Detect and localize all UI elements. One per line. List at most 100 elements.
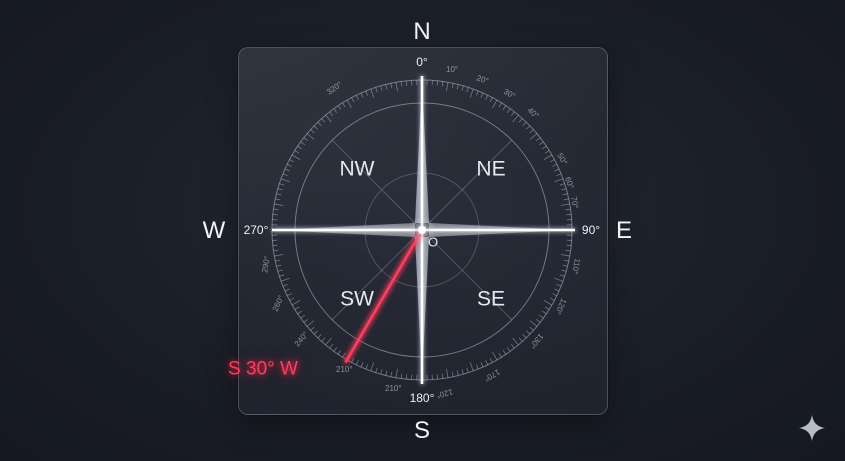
north-label: N — [413, 18, 431, 45]
dial-tick — [390, 371, 393, 377]
dial-tick — [492, 351, 498, 361]
dial-tick — [287, 293, 292, 297]
dial-tick — [400, 81, 403, 87]
dial-tick — [563, 259, 569, 262]
dial-tick — [559, 274, 565, 277]
dial-tick — [456, 84, 459, 90]
dial-tick — [321, 337, 326, 342]
dial-tick — [529, 129, 534, 134]
dial-tick — [329, 344, 334, 349]
dial-tick — [559, 183, 565, 186]
dial-tick — [365, 90, 369, 96]
dial-ticks — [272, 80, 572, 380]
dial-tick — [273, 208, 279, 211]
dial-tick — [446, 82, 449, 92]
dial-tick — [441, 373, 444, 379]
dial-tick — [489, 97, 493, 103]
dial-tick — [543, 300, 553, 306]
dial-tick — [560, 254, 570, 257]
dial-tick — [294, 306, 300, 310]
dial-tick — [390, 83, 393, 89]
dial-tick — [342, 102, 346, 108]
south-label: S — [413, 417, 431, 444]
dial-tick — [549, 297, 555, 301]
dial-tick — [526, 125, 531, 130]
dial-tick — [529, 326, 534, 331]
dial-tick — [303, 137, 308, 142]
dial-tick — [276, 264, 282, 267]
dial-tick — [451, 83, 454, 89]
center-dot — [418, 226, 426, 234]
dial-label: 110° — [570, 258, 582, 275]
dial-tick — [274, 203, 284, 206]
dial-tick — [480, 362, 484, 368]
origin-label: O — [427, 234, 439, 250]
dial-tick — [370, 88, 375, 98]
dial-tick — [562, 264, 568, 267]
dial-tick — [560, 203, 570, 206]
dial-tick — [282, 173, 288, 177]
dial-tick — [565, 208, 571, 211]
dial-tick — [380, 369, 383, 375]
dial-tick — [375, 367, 378, 373]
dial-tick — [554, 168, 560, 172]
dial-tick — [300, 141, 305, 146]
dial-tick — [310, 326, 315, 331]
dial-tick — [554, 277, 564, 282]
dial-tick — [289, 159, 295, 163]
dial-tick — [282, 283, 288, 287]
dial-tick — [325, 337, 332, 346]
dial-tick — [489, 357, 493, 363]
dial-tick — [355, 360, 359, 365]
dial-tick — [541, 310, 547, 315]
dial-tick — [552, 293, 557, 297]
dial-tick — [529, 320, 538, 327]
dial-tick — [385, 370, 388, 376]
dial-tick — [284, 168, 290, 172]
dial-tick — [554, 288, 560, 292]
dial-tick — [360, 362, 364, 368]
dial-tick — [313, 330, 318, 335]
dial-label: 320° — [325, 80, 344, 97]
dial-tick — [461, 85, 464, 91]
dial-tick — [279, 274, 285, 277]
dial-tick — [284, 288, 290, 292]
dial-tick — [522, 121, 527, 126]
dial-tick — [522, 334, 527, 339]
dial-tick — [405, 374, 408, 380]
dial-tick — [498, 352, 502, 358]
dial-tick — [512, 337, 519, 346]
dial-tick — [510, 111, 515, 116]
dial-tick — [365, 364, 369, 370]
dial-tick — [536, 137, 541, 142]
dial-tick — [375, 87, 378, 93]
dial-tick — [337, 105, 342, 111]
dial-tick — [485, 360, 489, 365]
dial-tick — [287, 163, 292, 167]
dial-tick — [502, 349, 507, 355]
dial-label: 240° — [293, 330, 311, 348]
dial-tick — [275, 259, 281, 262]
dial-tick — [512, 114, 519, 123]
dial-label: 260° — [271, 294, 286, 313]
dial-tick — [436, 374, 439, 380]
east-label: E — [615, 217, 633, 244]
dial-tick — [346, 99, 352, 109]
dial-tick — [360, 92, 364, 98]
dial-tick — [566, 213, 572, 216]
dial-tick — [321, 118, 326, 123]
dial-tick — [273, 249, 279, 252]
dial-tick — [451, 371, 454, 377]
northeast-label: NE — [476, 157, 506, 181]
dial-tick — [306, 320, 315, 327]
dial-tick — [543, 154, 553, 160]
dial-tick — [436, 80, 439, 86]
dial-tick — [276, 193, 282, 196]
northwest-label: NW — [339, 157, 375, 181]
dial-tick — [279, 183, 285, 186]
dial-tick — [565, 249, 571, 252]
dial-label: 120° — [435, 387, 453, 400]
dial-tick — [385, 84, 388, 90]
dial-label: 10° — [446, 65, 458, 74]
